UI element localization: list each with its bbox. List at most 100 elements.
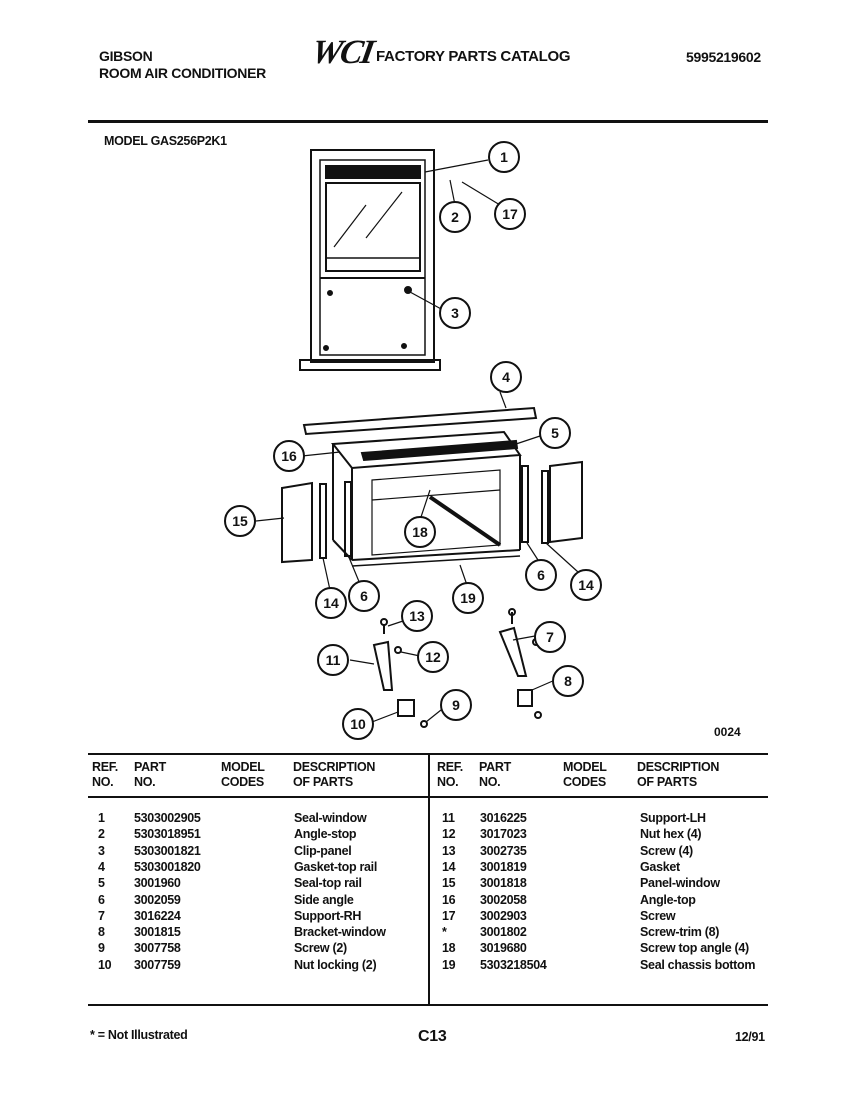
col-header-line: NO.: [134, 775, 156, 789]
col-header-line: PART: [134, 760, 166, 774]
svg-text:14: 14: [323, 595, 339, 611]
cell-ref: 10: [98, 957, 112, 972]
cell-ref: 6: [98, 892, 105, 907]
cell-part: 3016224: [134, 908, 181, 923]
cell-part: 3002735: [480, 843, 527, 858]
left-panel: [281, 481, 352, 564]
col-header-line: DESCRIPTION: [637, 760, 720, 774]
callout-2: 2: [439, 201, 471, 233]
cell-ref: *: [442, 925, 447, 940]
callout-6: 6: [348, 580, 380, 612]
cell-desc: Gasket: [640, 859, 680, 874]
callout-4: 4: [490, 361, 522, 393]
svg-text:16: 16: [281, 448, 297, 464]
callout-15: 15: [224, 505, 256, 537]
callout-7: 7: [534, 621, 566, 653]
cell-part: 5303001820: [134, 859, 201, 874]
callout-8: 8: [552, 665, 584, 697]
col-header-line: REF.: [437, 760, 463, 774]
cell-ref: 4: [98, 859, 105, 874]
chassis-sleeve: [331, 430, 522, 567]
cell-desc: Screw-trim (8): [640, 925, 720, 940]
cell-desc: Seal-window: [294, 811, 367, 825]
cell-desc: Screw (4): [640, 843, 693, 858]
svg-text:17: 17: [502, 206, 518, 222]
cell-ref: 7: [98, 908, 105, 923]
cell-desc: Side angle: [294, 892, 354, 907]
callout-12: 12: [417, 641, 449, 673]
cell-part: 3016225: [480, 811, 527, 825]
svg-text:4: 4: [502, 369, 510, 385]
cell-desc: Nut hex (4): [640, 827, 702, 842]
cell-desc: Screw top angle (4): [640, 941, 749, 956]
window-frame: [299, 149, 441, 371]
col-header-line: NO.: [92, 775, 114, 789]
cell-part: 5303218504: [480, 957, 547, 972]
callout-18: 18: [404, 516, 436, 548]
cell-desc: Seal chassis bottom: [640, 957, 756, 972]
svg-text:7: 7: [546, 629, 554, 645]
cell-desc: Support-RH: [294, 908, 362, 923]
top-rail: [302, 406, 538, 436]
cell-ref: 19: [442, 957, 456, 972]
right-panel: [521, 460, 583, 544]
cell-desc: Angle-top: [640, 892, 696, 907]
svg-text:18: 18: [412, 524, 428, 540]
callout-3: 3: [439, 297, 471, 329]
callout-14: 14: [315, 587, 347, 619]
callout-13: 13: [401, 600, 433, 632]
cell-part: 3001960: [134, 876, 181, 891]
col-header-line: CODES: [221, 775, 264, 789]
callout-16: 16: [273, 440, 305, 472]
svg-text:3: 3: [451, 305, 459, 321]
svg-text:15: 15: [232, 513, 248, 529]
col-header-ref: REF.NO.: [437, 760, 463, 790]
cell-part: 3001802: [480, 925, 527, 940]
svg-text:14: 14: [578, 577, 594, 593]
col-header-line: NO.: [479, 775, 501, 789]
not-illustrated-note: * = Not Illustrated: [90, 1028, 188, 1042]
svg-text:2: 2: [451, 209, 459, 225]
cell-desc: Nut locking (2): [294, 957, 377, 972]
cell-part: 3017023: [480, 827, 527, 842]
cell-ref: 16: [442, 892, 456, 907]
cell-part: 3007758: [134, 941, 181, 956]
page-number: C13: [418, 1028, 447, 1045]
col-header-ref: REF.NO.: [92, 760, 118, 790]
svg-text:9: 9: [452, 697, 460, 713]
svg-text:8: 8: [564, 673, 572, 689]
cell-desc: Support-LH: [640, 811, 706, 825]
table-top-rule: [88, 753, 768, 755]
callout-17: 17: [494, 198, 526, 230]
diagram-code: 0024: [714, 725, 741, 739]
cell-ref: 12: [442, 827, 456, 842]
col-header-line: REF.: [92, 760, 118, 774]
cell-ref: 9: [98, 941, 105, 956]
callout-14: 14: [570, 569, 602, 601]
callout-19: 19: [452, 582, 484, 614]
col-header-line: CODES: [563, 775, 606, 789]
col-header-line: PART: [479, 760, 511, 774]
callout-1: 1: [488, 141, 520, 173]
cell-ref: 8: [98, 925, 105, 940]
col-header-line: NO.: [437, 775, 459, 789]
cell-ref: 14: [442, 859, 456, 874]
catalog-number: 5995219602: [686, 49, 761, 65]
svg-text:10: 10: [350, 716, 366, 732]
cell-ref: 3: [98, 843, 105, 858]
svg-text:1: 1: [500, 149, 508, 165]
cell-part: 3001818: [480, 876, 527, 891]
cell-desc: Seal-top rail: [294, 876, 362, 891]
svg-text:11: 11: [326, 652, 341, 668]
cell-ref: 5: [98, 876, 105, 891]
cell-desc: Screw (2): [294, 941, 347, 956]
cell-desc: Gasket-top rail: [294, 859, 378, 874]
svg-text:13: 13: [409, 608, 425, 624]
cell-ref: 18: [442, 941, 456, 956]
